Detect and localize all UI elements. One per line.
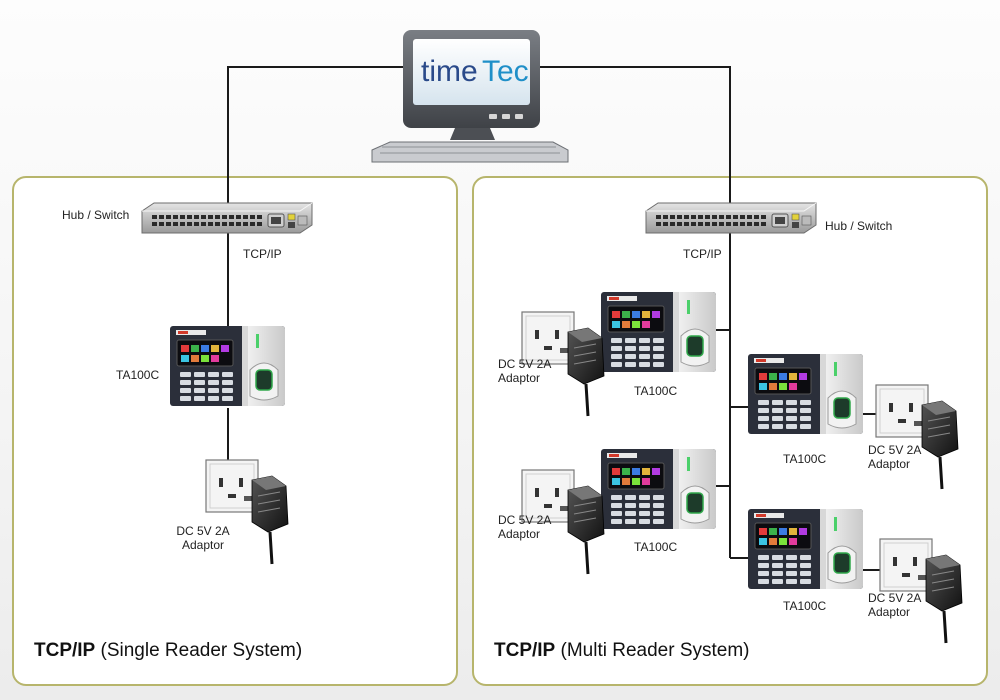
multi-ta100c-reader-1 — [600, 291, 717, 373]
multi-dc-adaptor-icon-2 — [874, 383, 960, 491]
single-caption-rest: (Single Reader System) — [95, 640, 303, 661]
single-tcpip-label: TCP/IP — [243, 247, 282, 261]
multi-caption-bold: TCP/IP — [494, 640, 556, 661]
multi-adaptor-2-line2: Adaptor — [868, 457, 911, 471]
multi-adaptor-4-line2: Adaptor — [868, 605, 911, 619]
multi-hub-switch-icon — [645, 202, 817, 234]
single-hub-label: Hub / Switch — [62, 208, 130, 222]
multi-adaptor-1-line1: DC 5V 2A — [498, 357, 552, 371]
multi-device-label-3: TA100C — [634, 540, 678, 554]
single-caption-bold: TCP/IP — [34, 640, 96, 661]
single-system-caption: TCP/IP (Single Reader System) — [34, 640, 302, 662]
multi-caption-rest: (Multi Reader System) — [555, 640, 750, 661]
single-adaptor-label: DC 5V 2A Adaptor — [170, 524, 236, 552]
logo-text-tec: Tec — [482, 55, 529, 88]
multi-system-caption: TCP/IP (Multi Reader System) — [494, 640, 750, 662]
multi-ta100c-reader-2 — [747, 353, 864, 435]
single-adaptor-label-line1: DC 5V 2A — [176, 524, 230, 538]
multi-hub-label: Hub / Switch — [825, 219, 893, 233]
single-ta100c-reader — [169, 325, 286, 407]
logo-text-time: time — [421, 55, 478, 88]
wire-pc-to-single-hub — [227, 66, 403, 205]
wire-multi-branches — [715, 329, 748, 559]
computer-icon: time Tec — [371, 30, 569, 163]
multi-tcpip-label: TCP/IP — [683, 247, 722, 261]
multi-ta100c-reader-4 — [747, 508, 864, 590]
multi-adaptor-3-line2: Adaptor — [498, 527, 541, 541]
single-adaptor-label-line2: Adaptor — [181, 538, 225, 552]
multi-ta100c-reader-3 — [600, 448, 717, 530]
single-hub-switch-icon — [141, 202, 313, 234]
multi-adaptor-label-2: DC 5V 2A Adaptor — [868, 443, 921, 471]
wire-pc-to-multi-hub — [540, 66, 731, 203]
multi-device-label-2: TA100C — [783, 452, 827, 466]
multi-adaptor-label-3: DC 5V 2A Adaptor — [498, 513, 551, 541]
multi-adaptor-2-line1: DC 5V 2A — [868, 443, 922, 457]
multi-adaptor-label-4: DC 5V 2A Adaptor — [868, 591, 921, 619]
multi-device-label-4: TA100C — [783, 599, 827, 613]
single-reader-panel — [12, 176, 458, 686]
multi-adaptor-4-line1: DC 5V 2A — [868, 591, 922, 605]
multi-adaptor-label-1: DC 5V 2A Adaptor — [498, 357, 551, 385]
multi-device-label-1: TA100C — [634, 384, 678, 398]
multi-adaptor-3-line1: DC 5V 2A — [498, 513, 552, 527]
single-device-label: TA100C — [116, 368, 160, 382]
multi-adaptor-1-line2: Adaptor — [498, 371, 541, 385]
